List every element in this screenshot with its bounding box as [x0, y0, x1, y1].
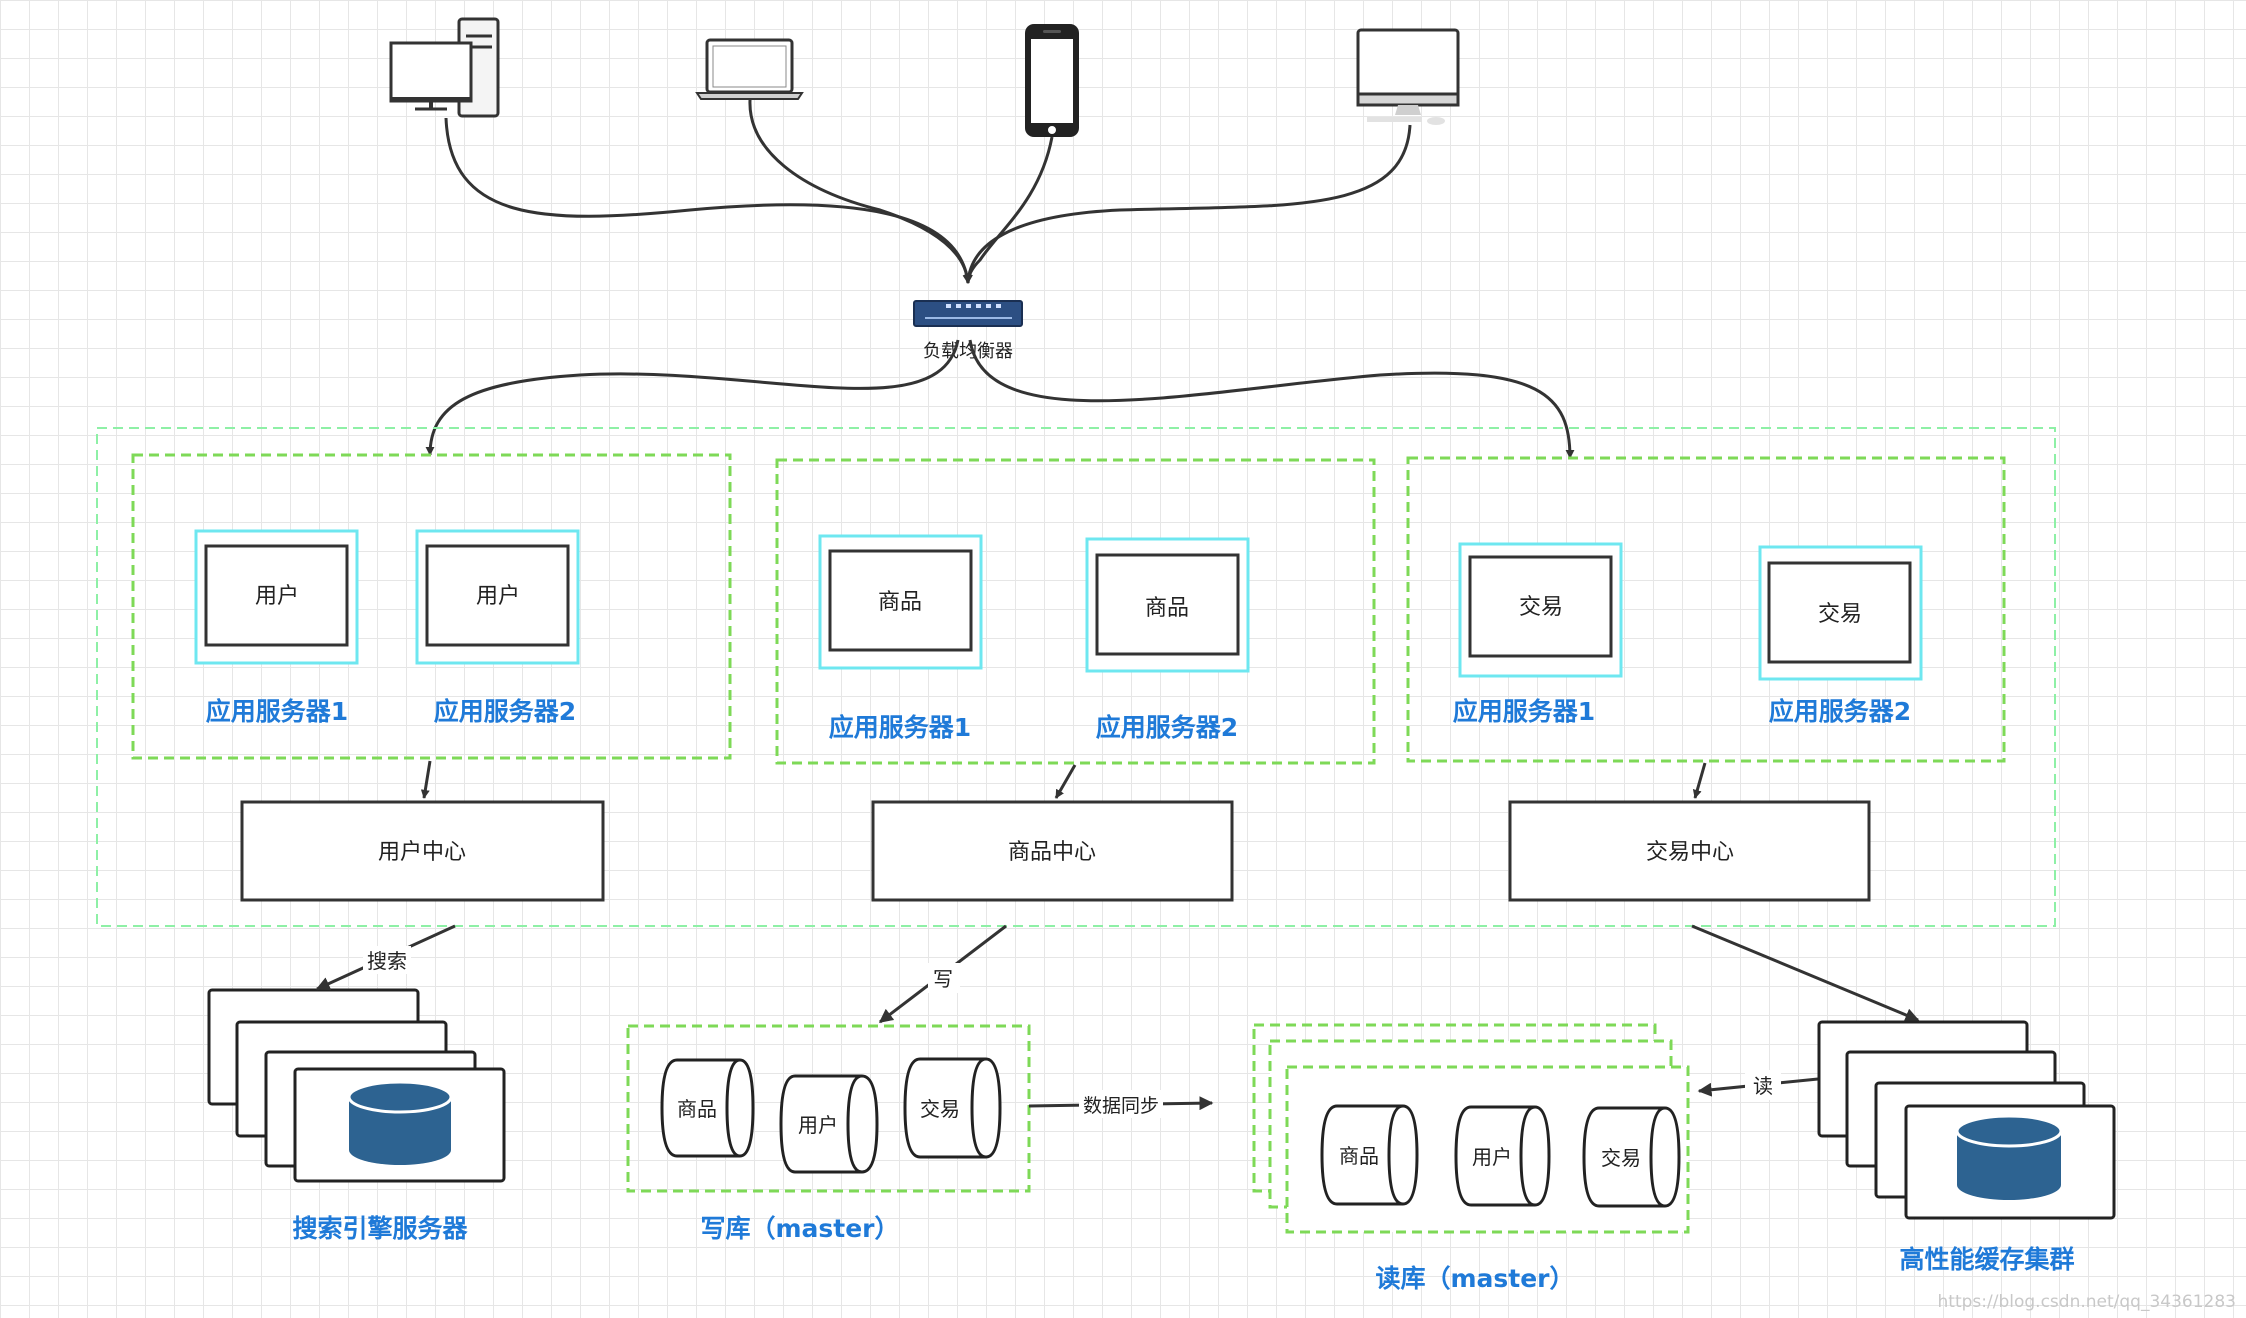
user-app1-label: 应用服务器1	[206, 697, 348, 726]
service-layer-container	[96, 427, 2056, 927]
user-app1-text: 用户	[255, 584, 299, 609]
write-db-label: 写库（master）	[700, 1214, 899, 1243]
trade-cluster: 交易 交易 应用服务器1 应用服务器2 交易中心	[1406, 456, 2006, 902]
trade-app2-text: 交易	[1818, 602, 1862, 627]
trade-app1-text: 交易	[1519, 595, 1563, 620]
user-app1-box	[204, 544, 349, 647]
imac-icon	[1356, 28, 1460, 125]
read-db-trade: 交易	[1582, 1106, 1681, 1208]
trade-center-box	[1508, 800, 1871, 902]
user-cluster: 用户 用户 应用服务器1 应用服务器2 用户中心	[131, 453, 732, 902]
read-db-goods-text: 商品	[1339, 1144, 1379, 1168]
search-cluster	[207, 988, 506, 1183]
user-center-box	[240, 800, 605, 902]
goods-cluster-border	[775, 458, 1376, 765]
trade-app2-box	[1767, 561, 1912, 664]
goods-app1-label: 应用服务器1	[829, 713, 971, 742]
read-edge-label: 读	[1753, 1074, 1773, 1098]
write-db-goods-text: 商品	[677, 1097, 717, 1121]
smartphone-icon	[1025, 24, 1079, 137]
write-db-trade-text: 交易	[920, 1097, 960, 1121]
read-db-trade-text: 交易	[1601, 1146, 1641, 1170]
sync-edge-label: 数据同步	[1083, 1095, 1159, 1117]
goods-app1-text: 商品	[878, 590, 922, 615]
search-cluster-label: 搜索引擎服务器	[292, 1214, 468, 1243]
goods-cluster: 商品 商品 应用服务器1 应用服务器2 商品中心	[775, 458, 1376, 902]
goods-center-text: 商品中心	[1008, 840, 1096, 865]
laptop-icon	[695, 38, 804, 100]
cache-database-icon	[1955, 1114, 2063, 1200]
goods-center-box	[871, 800, 1234, 902]
read-db-user-text: 用户	[1472, 1145, 1512, 1169]
cache-cluster-label: 高性能缓存集群	[1899, 1245, 2074, 1274]
desktop-pc-icon	[389, 17, 500, 118]
write-db-trade: 交易	[903, 1057, 1002, 1159]
write-edge-label: 写	[933, 967, 953, 991]
read-db-user: 用户	[1454, 1105, 1551, 1207]
read-db-label: 读库（master）	[1375, 1264, 1574, 1293]
write-db-user: 用户	[779, 1074, 879, 1174]
cache-cluster	[1817, 1020, 2116, 1220]
load-balancer-label: 负载均衡器	[923, 341, 1013, 362]
read-db-goods: 商品	[1320, 1104, 1419, 1206]
client-connections	[444, 99, 1412, 284]
write-db-goods: 商品	[660, 1058, 755, 1158]
user-app2-label: 应用服务器2	[434, 697, 576, 726]
goods-app2-box	[1095, 553, 1240, 656]
search-database-icon	[347, 1080, 453, 1165]
user-cluster-border	[131, 453, 732, 760]
trade-app1-label: 应用服务器1	[1453, 697, 1595, 726]
watermark-text: https://blog.csdn.net/qq_34361283	[1938, 1292, 2236, 1312]
goods-app2-label: 应用服务器2	[1096, 713, 1238, 742]
network-switch-icon	[913, 300, 1023, 327]
write-db-container	[626, 1024, 1031, 1193]
user-app2-box	[425, 544, 570, 647]
user-center-text: 用户中心	[378, 840, 466, 865]
trade-cluster-border	[1406, 456, 2006, 763]
user-app2-text: 用户	[476, 584, 520, 609]
balancer-connections	[425, 339, 1575, 459]
trade-app2-label: 应用服务器2	[1769, 697, 1911, 726]
trade-center-text: 交易中心	[1646, 840, 1734, 865]
search-edge-label: 搜索	[367, 949, 407, 973]
write-db-user-text: 用户	[798, 1113, 838, 1137]
goods-app1-box	[828, 549, 973, 652]
goods-app2-text: 商品	[1145, 596, 1189, 621]
trade-app1-box	[1468, 555, 1613, 658]
